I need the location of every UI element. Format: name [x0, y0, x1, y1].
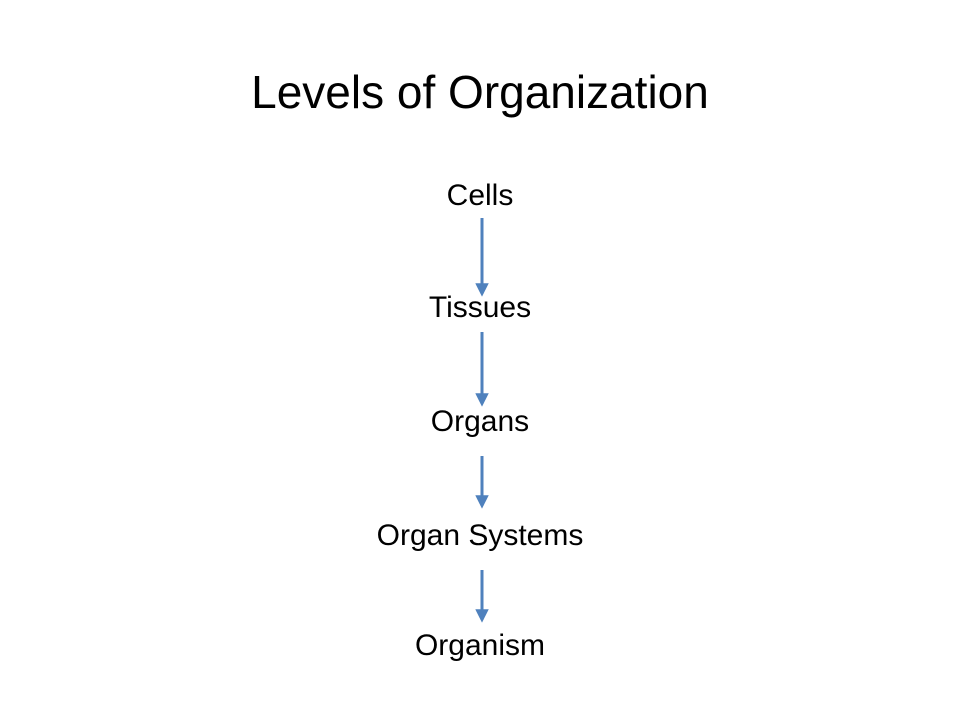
level-organs: Organs — [430, 405, 530, 438]
slide-title: Levels of Organization — [251, 66, 709, 118]
level-organism: Organism — [414, 629, 546, 662]
level-organ-systems: Organ Systems — [376, 519, 584, 552]
level-cells: Cells — [446, 179, 514, 212]
level-tissues: Tissues — [428, 291, 532, 324]
